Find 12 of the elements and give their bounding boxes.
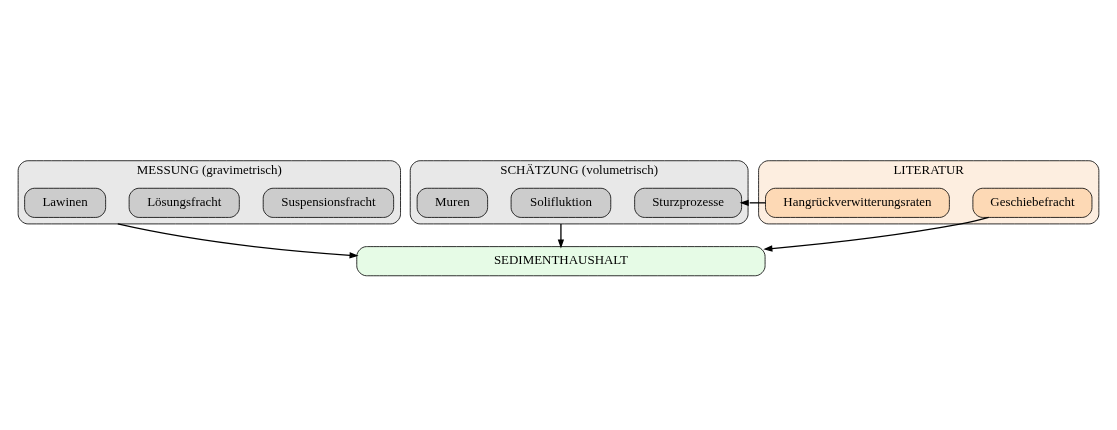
node-box: Hangrückverwitterungsraten: [765, 187, 950, 218]
node-box: Geschiebefracht: [972, 187, 1093, 218]
node-box: Suspensionsfracht: [262, 187, 395, 218]
arrow: [763, 216, 990, 252]
arrow: [557, 223, 565, 249]
node-box: Lawinen: [24, 187, 107, 218]
node-box: Sturzprozesse: [634, 187, 742, 218]
node-box: Muren: [416, 187, 488, 218]
arrow: [117, 223, 359, 259]
node-box: Lösungsfracht: [128, 187, 240, 218]
node-box: Solifluktion: [510, 187, 612, 218]
node-box: SEDIMENTHAUSHALT: [356, 246, 766, 277]
